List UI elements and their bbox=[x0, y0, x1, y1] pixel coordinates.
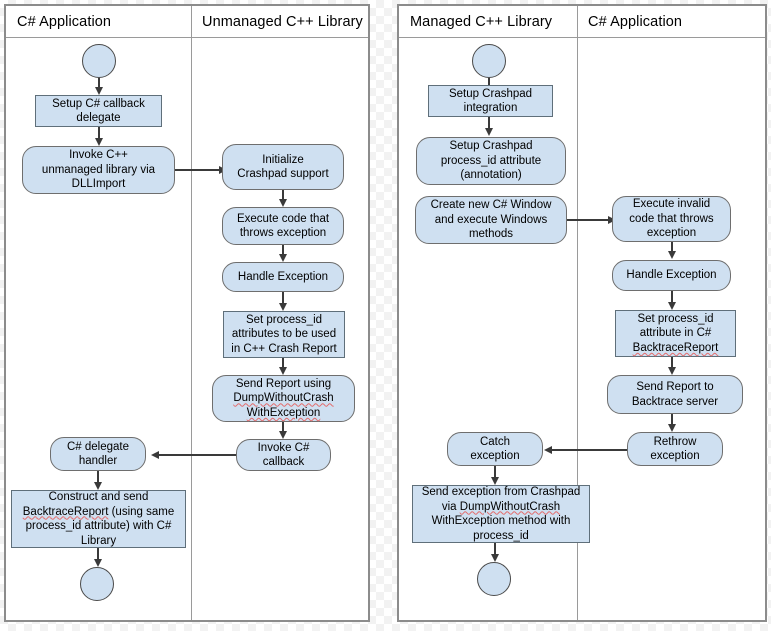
node-label: Setup Crashpad process_id attribute (ann… bbox=[440, 140, 542, 182]
start-node[interactable] bbox=[82, 44, 116, 78]
initialize-crashpad-support[interactable]: Initialize Crashpad support bbox=[222, 144, 344, 190]
arrow-head bbox=[544, 445, 552, 454]
arrow-head bbox=[667, 367, 676, 375]
edge-sendreport-to-invokecb bbox=[282, 422, 284, 434]
lane-header-managed-cpp-library: Managed C++ Library bbox=[399, 6, 577, 38]
execute-invalid-code[interactable]: Execute invalid code that throws excepti… bbox=[612, 196, 731, 242]
edge-setattrs-to-sendreport bbox=[282, 358, 284, 370]
node-label: Setup C# callback delegate bbox=[52, 97, 145, 125]
edge-invoke-to-initialize bbox=[175, 169, 223, 171]
arrow-head bbox=[484, 128, 493, 136]
node-label: Set process_id attribute in C# Backtrace… bbox=[632, 312, 719, 354]
edge-setattr-to-send bbox=[671, 357, 673, 370]
node-label: Send exception from Crashpad via DumpWit… bbox=[421, 486, 581, 542]
node-label: Send Report to Backtrace server bbox=[631, 381, 719, 408]
node-label: Invoke C# callback bbox=[257, 441, 310, 469]
lane-divider bbox=[191, 6, 192, 620]
node-label: Rethrow exception bbox=[650, 435, 700, 463]
setup-crashpad-integration[interactable]: Setup Crashpad integration bbox=[428, 85, 553, 117]
node-label: Setup Crashpad integration bbox=[448, 87, 533, 115]
arrow-head bbox=[278, 303, 287, 311]
end-node[interactable] bbox=[477, 562, 511, 596]
node-label: Handle Exception bbox=[237, 270, 329, 283]
right-panel: Managed C++ Library C# Application Setup… bbox=[397, 4, 767, 622]
edge-setup-to-attr bbox=[488, 117, 490, 130]
arrow-head bbox=[667, 251, 676, 259]
lane-header-label: C# Application bbox=[17, 13, 112, 30]
edge-start-to-setup bbox=[488, 78, 490, 89]
lane-header-label: Managed C++ Library bbox=[410, 13, 553, 30]
node-label: Create new C# Window and execute Windows… bbox=[430, 199, 552, 241]
node-label: Execute invalid code that throws excepti… bbox=[629, 198, 714, 240]
edge-construct-to-end bbox=[97, 548, 99, 561]
set-process-id-attribute-backtracereport[interactable]: Set process_id attribute in C# Backtrace… bbox=[615, 310, 736, 357]
node-label: Initialize Crashpad support bbox=[237, 153, 329, 181]
arrow-head bbox=[278, 199, 287, 207]
node-label: Catch exception bbox=[470, 435, 520, 463]
node-label: Execute code that throws exception bbox=[236, 212, 330, 240]
lane-header-label: C# Application bbox=[588, 13, 683, 30]
edge-rethrow-to-catch bbox=[547, 449, 627, 451]
send-report-dumpwithoutcrash[interactable]: Send Report using DumpWithoutCrash WithE… bbox=[212, 375, 355, 422]
lane-divider bbox=[577, 6, 578, 620]
create-csharp-window[interactable]: Create new C# Window and execute Windows… bbox=[415, 196, 567, 244]
node-label: Handle Exception bbox=[626, 269, 717, 282]
edge-throw-to-handle bbox=[282, 245, 284, 257]
node-label: Invoke C++ unmanaged library via DLLImpo… bbox=[41, 149, 156, 191]
arrow-head bbox=[93, 559, 102, 567]
arrow-head bbox=[667, 424, 676, 432]
arrow-head bbox=[151, 450, 159, 459]
start-node[interactable] bbox=[472, 44, 506, 78]
node-label: Construct and send BacktraceReport (usin… bbox=[22, 491, 175, 547]
left-panel: C# Application Unmanaged C++ Library Set… bbox=[4, 4, 370, 622]
node-label: Set process_id attributes to be used in … bbox=[231, 313, 337, 355]
edge-window-to-invalid bbox=[567, 219, 612, 221]
construct-send-backtracereport[interactable]: Construct and send BacktraceReport (usin… bbox=[11, 490, 186, 548]
invoke-csharp-callback[interactable]: Invoke C# callback bbox=[236, 439, 331, 471]
catch-exception[interactable]: Catch exception bbox=[447, 432, 543, 466]
edge-delegate-to-construct bbox=[97, 471, 99, 484]
csharp-delegate-handler[interactable]: C# delegate handler bbox=[50, 437, 146, 471]
invoke-cpp-unmanaged-library[interactable]: Invoke C++ unmanaged library via DLLImpo… bbox=[22, 146, 175, 194]
set-process-id-attributes[interactable]: Set process_id attributes to be used in … bbox=[223, 311, 345, 358]
edge-catch-to-sendexc bbox=[494, 466, 496, 479]
edge-sendexc-to-end bbox=[494, 543, 496, 556]
setup-crashpad-process-id-attribute[interactable]: Setup Crashpad process_id attribute (ann… bbox=[416, 137, 566, 185]
send-report-backtrace-server[interactable]: Send Report to Backtrace server bbox=[607, 375, 743, 414]
arrow-head bbox=[278, 367, 287, 375]
edge-invalid-to-handle bbox=[671, 242, 673, 254]
send-exception-from-crashpad[interactable]: Send exception from Crashpad via DumpWit… bbox=[412, 485, 590, 543]
edge-handle-to-setattr bbox=[671, 291, 673, 305]
edge-send-to-rethrow bbox=[671, 414, 673, 427]
rethrow-exception[interactable]: Rethrow exception bbox=[627, 432, 723, 466]
edge-handle-to-setattrs bbox=[282, 292, 284, 306]
lane-header-csharp-application: C# Application bbox=[6, 6, 191, 38]
lane-header-csharp-application: C# Application bbox=[577, 6, 765, 38]
arrow-head bbox=[490, 477, 499, 485]
arrow-head bbox=[94, 87, 103, 95]
execute-code-throws-exception[interactable]: Execute code that throws exception bbox=[222, 207, 344, 245]
lane-header-unmanaged-cpp-library: Unmanaged C++ Library bbox=[191, 6, 368, 38]
edge-invokecb-to-delegate bbox=[154, 454, 236, 456]
edge-initialize-to-throw bbox=[282, 190, 284, 202]
arrow-head bbox=[667, 302, 676, 310]
setup-csharp-callback-delegate[interactable]: Setup C# callback delegate bbox=[35, 95, 162, 127]
arrow-head bbox=[93, 482, 102, 490]
lane-header-label: Unmanaged C++ Library bbox=[202, 13, 363, 30]
node-label: C# delegate handler bbox=[66, 440, 130, 468]
edge-setup-to-invoke bbox=[98, 127, 100, 140]
node-label: Send Report using DumpWithoutCrash WithE… bbox=[233, 377, 334, 419]
arrow-head bbox=[278, 254, 287, 262]
end-node[interactable] bbox=[80, 567, 114, 601]
edge-start-to-setup bbox=[98, 78, 100, 89]
arrow-head bbox=[490, 554, 499, 562]
handle-exception[interactable]: Handle Exception bbox=[612, 260, 731, 291]
arrow-head bbox=[94, 138, 103, 146]
handle-exception[interactable]: Handle Exception bbox=[222, 262, 344, 292]
arrow-head bbox=[278, 431, 287, 439]
